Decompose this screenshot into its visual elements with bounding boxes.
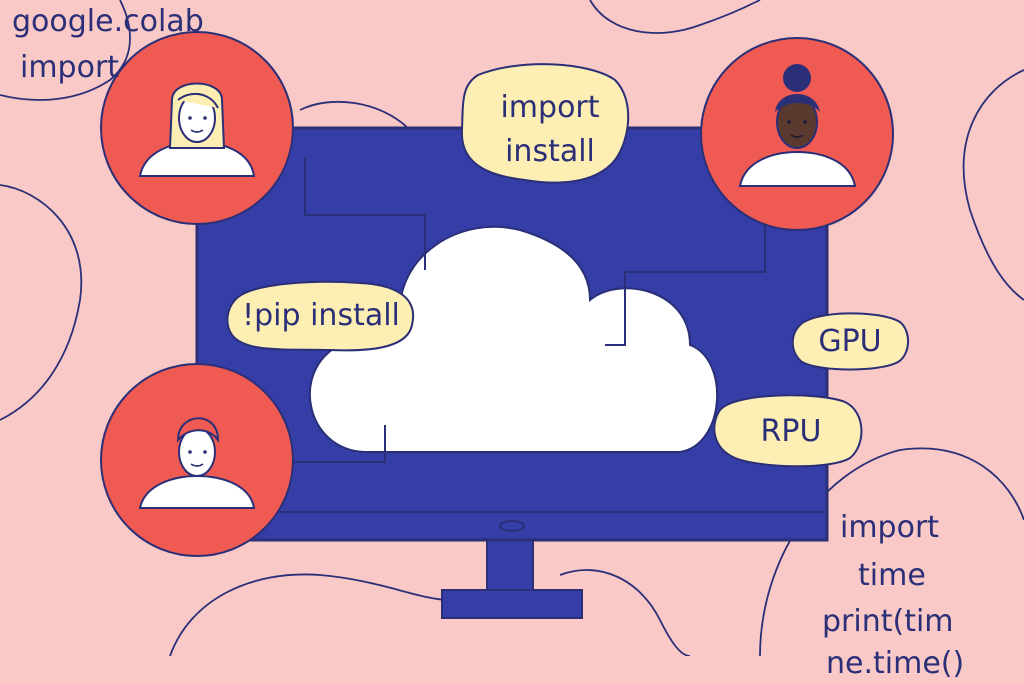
code-top-left-line1: google.colab [12,4,204,39]
decorative-wavy-lines [0,0,1024,656]
connector-lines [285,158,766,463]
bubble-top-line1: import [500,90,600,125]
bubble-gpu-label: GPU [818,324,882,359]
bubble-left-label: !pip install [242,298,400,333]
monitor-power-button [499,520,525,532]
bubble-top-line2: install [505,134,595,169]
bubble-left-pip-install [226,280,415,352]
bubble-rpu-label: RPU [760,414,822,449]
user-avatar-icon [700,37,894,231]
illustration-scene [0,0,1024,656]
bubble-gpu [791,312,909,371]
bubble-top-import-install [460,63,630,184]
code-bottom-right-line4: ne.time() [826,646,965,681]
code-bottom-right-line2: time [858,558,926,593]
code-top-left-line2: import [20,50,120,85]
user-avatar-icon [100,31,294,225]
code-bottom-right-line3: print(tim [822,604,954,639]
monitor-stand-base [441,589,583,619]
bubble-rpu [713,394,863,468]
monitor-stand-neck [486,537,534,599]
code-bottom-right-line1: import [840,510,940,545]
user-avatar-icon [100,363,294,557]
